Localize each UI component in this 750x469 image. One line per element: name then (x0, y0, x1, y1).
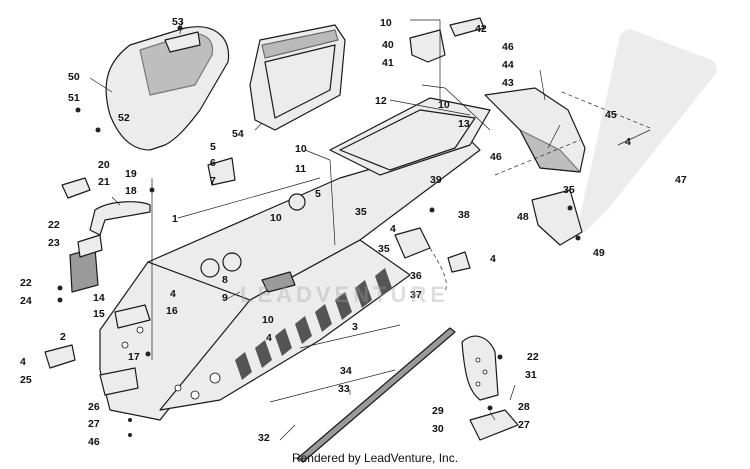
callout-18[interactable]: 18 (125, 185, 137, 197)
callout-31[interactable]: 31 (525, 369, 537, 381)
callout-4[interactable]: 4 (490, 253, 496, 265)
callout-40[interactable]: 40 (382, 39, 394, 51)
callout-27[interactable]: 27 (518, 419, 530, 431)
callout-3[interactable]: 3 (352, 321, 358, 333)
callout-20[interactable]: 20 (98, 159, 110, 171)
callout-4[interactable]: 4 (625, 136, 631, 148)
chassis-brackets (44, 157, 471, 396)
callout-22[interactable]: 22 (48, 219, 60, 231)
callout-35[interactable]: 35 (378, 243, 390, 255)
callout-10[interactable]: 10 (270, 212, 282, 224)
callout-13[interactable]: 13 (458, 118, 470, 130)
safety-chain (429, 247, 447, 293)
callout-7[interactable]: 7 (210, 175, 216, 187)
callout-53[interactable]: 53 (172, 16, 184, 28)
callout-8[interactable]: 8 (222, 274, 228, 286)
callout-10[interactable]: 10 (262, 314, 274, 326)
callout-25[interactable]: 25 (20, 374, 32, 386)
callout-43[interactable]: 43 (502, 77, 514, 89)
callout-17[interactable]: 17 (128, 351, 140, 363)
callout-4[interactable]: 4 (266, 332, 272, 344)
callout-11[interactable]: 11 (295, 163, 306, 175)
callout-30[interactable]: 30 (432, 423, 444, 435)
callout-54[interactable]: 54 (232, 128, 244, 140)
callout-36[interactable]: 36 (410, 270, 422, 282)
tunnel-cooler-fins (235, 268, 392, 380)
callout-42[interactable]: 42 (475, 23, 487, 35)
render-credit: Rendered by LeadVenture, Inc. (291, 451, 459, 465)
callout-23[interactable]: 23 (48, 237, 60, 249)
fasteners (57, 25, 581, 437)
callout-49[interactable]: 49 (593, 247, 605, 259)
callout-27[interactable]: 27 (88, 418, 100, 430)
callout-33[interactable]: 33 (338, 383, 350, 395)
callout-46[interactable]: 46 (502, 41, 514, 53)
callout-5[interactable]: 5 (210, 141, 216, 153)
callout-10[interactable]: 10 (380, 17, 392, 29)
snow-flap (484, 87, 586, 176)
callout-9[interactable]: 9 (222, 292, 228, 304)
callout-4[interactable]: 4 (390, 223, 396, 235)
callout-51[interactable]: 51 (68, 92, 80, 104)
callout-16[interactable]: 16 (166, 305, 178, 317)
running-board (461, 335, 519, 441)
callout-34[interactable]: 34 (340, 365, 352, 377)
callout-35[interactable]: 35 (355, 206, 367, 218)
callout-2[interactable]: 2 (60, 331, 66, 343)
callout-52[interactable]: 52 (118, 112, 130, 124)
callout-22[interactable]: 22 (20, 277, 32, 289)
callout-26[interactable]: 26 (88, 401, 100, 413)
bumper-bracket (61, 177, 151, 293)
leader-lines (111, 19, 651, 441)
callout-22[interactable]: 22 (527, 351, 539, 363)
seat-assembly (89, 26, 230, 151)
callout-46[interactable]: 46 (490, 151, 502, 163)
callout-10[interactable]: 10 (438, 99, 450, 111)
callout-39[interactable]: 39 (430, 174, 442, 186)
part-callouts: 53 50 51 52 54 10 42 40 46 41 44 43 12 1… (20, 16, 687, 448)
callout-47[interactable]: 47 (675, 174, 687, 186)
watermark: LEADVENTURE (240, 282, 450, 307)
callout-4[interactable]: 4 (20, 356, 26, 368)
callout-29[interactable]: 29 (432, 405, 444, 417)
callout-48[interactable]: 48 (517, 211, 529, 223)
callout-38[interactable]: 38 (458, 209, 470, 221)
slide-rails (269, 324, 456, 463)
callout-1[interactable]: 1 (172, 213, 178, 225)
callout-10[interactable]: 10 (295, 143, 307, 155)
rear-bumper (561, 25, 721, 238)
callout-45[interactable]: 45 (605, 109, 617, 121)
callout-24[interactable]: 24 (20, 295, 32, 307)
callout-14[interactable]: 14 (93, 292, 105, 304)
callout-6[interactable]: 6 (210, 157, 216, 169)
callout-12[interactable]: 12 (375, 95, 387, 107)
callout-4[interactable]: 4 (170, 288, 176, 300)
callout-15[interactable]: 15 (93, 308, 105, 320)
callout-19[interactable]: 19 (125, 168, 137, 180)
callout-46[interactable]: 46 (88, 436, 100, 448)
callout-41[interactable]: 41 (382, 57, 394, 69)
callout-21[interactable]: 21 (98, 176, 110, 188)
callout-44[interactable]: 44 (502, 59, 514, 71)
storage-bag (249, 24, 346, 131)
callout-28[interactable]: 28 (518, 401, 530, 413)
callout-32[interactable]: 32 (258, 432, 270, 444)
callout-50[interactable]: 50 (68, 71, 80, 83)
callout-37[interactable]: 37 (410, 289, 422, 301)
callout-35[interactable]: 35 (563, 184, 575, 196)
callout-5[interactable]: 5 (315, 188, 321, 200)
hitch-hardware (409, 17, 583, 246)
